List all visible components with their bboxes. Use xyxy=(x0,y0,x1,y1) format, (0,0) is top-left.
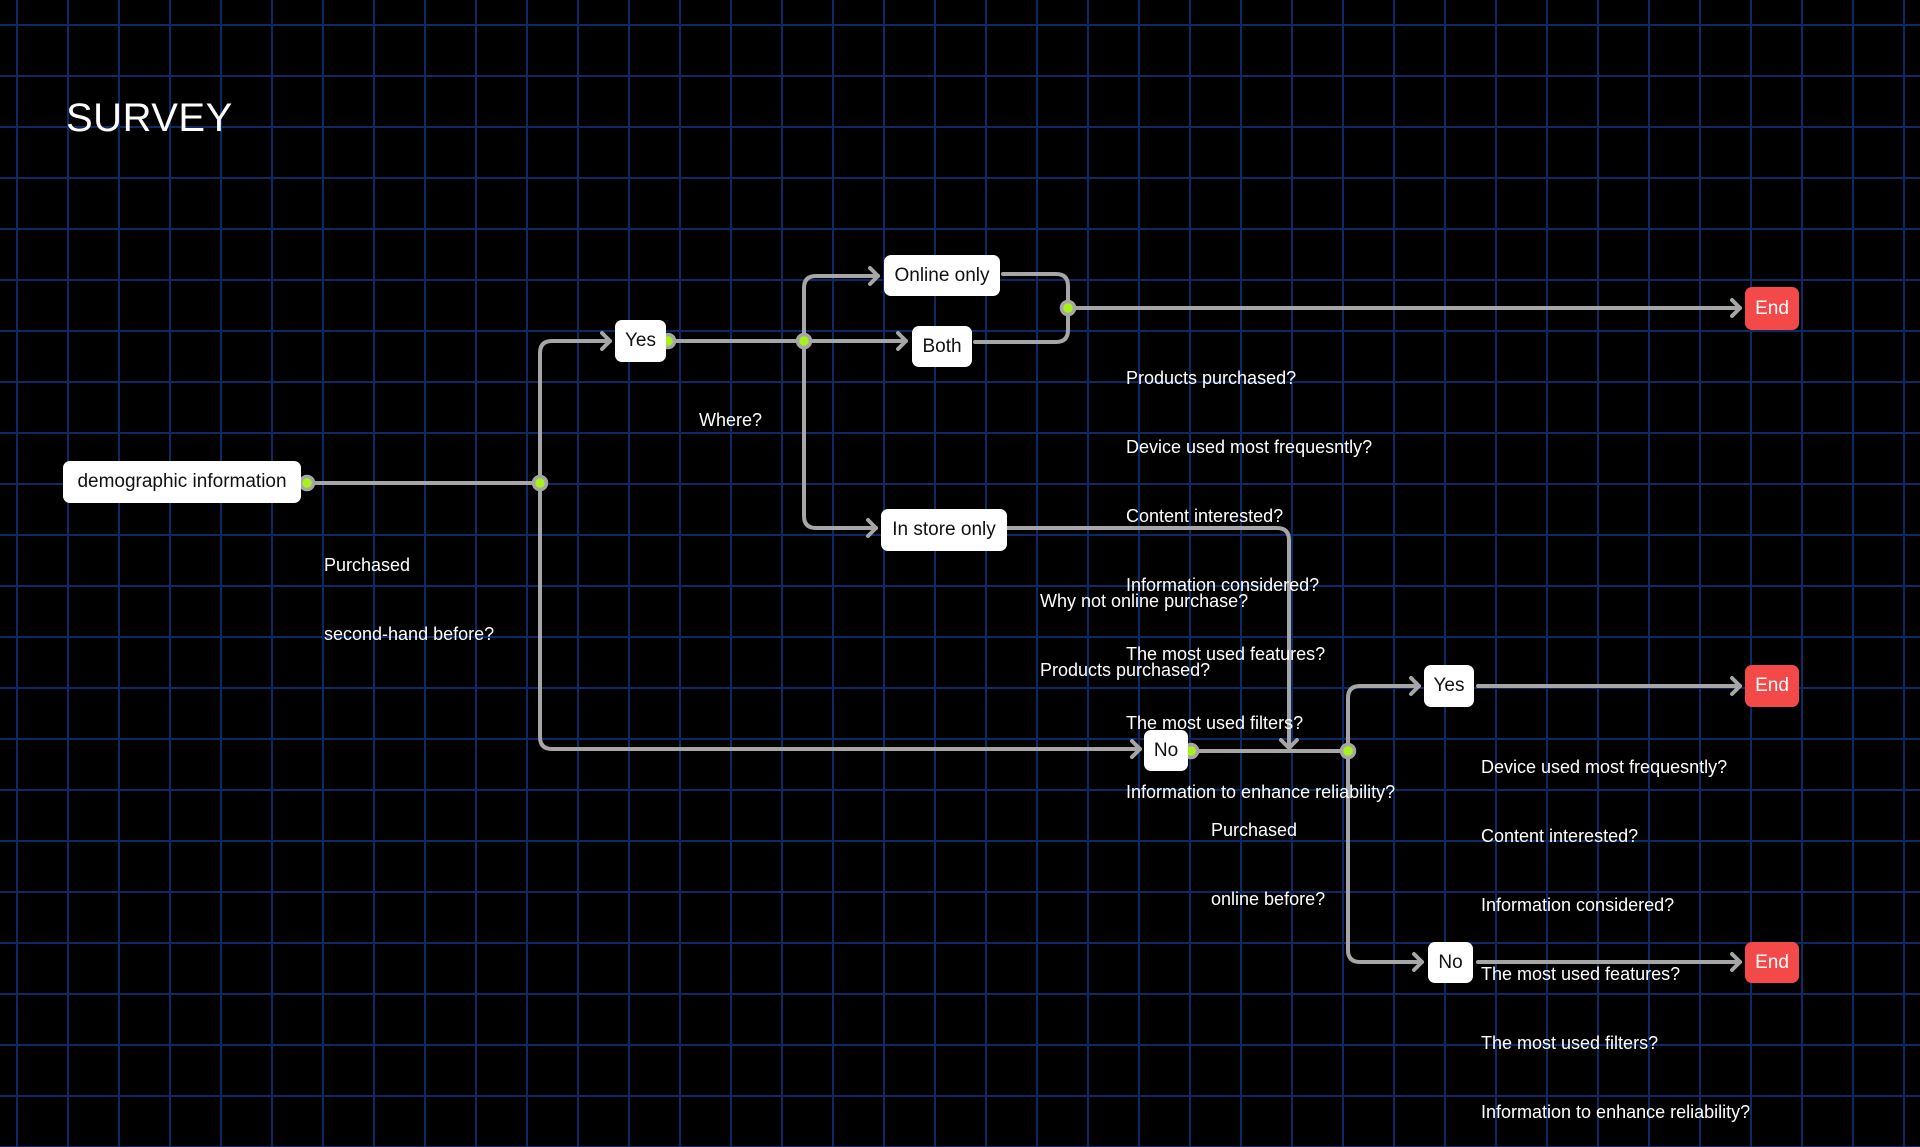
arrow-head xyxy=(1279,738,1299,750)
node-demographic-information[interactable]: demographic information xyxy=(63,461,301,503)
arrow-head xyxy=(1412,952,1424,972)
node-end-1[interactable]: End xyxy=(1745,287,1799,330)
connector-layer xyxy=(298,266,1742,972)
arrow-head xyxy=(1130,739,1142,759)
question-line: Purchased xyxy=(324,555,411,575)
connector-where-to-instore xyxy=(802,339,878,530)
question-purchased-online: Purchased online before? xyxy=(1211,773,1325,934)
question-purchased-second-hand: Purchased second-hand before? xyxy=(324,508,494,669)
node-label: Yes xyxy=(1433,675,1465,696)
question-line: online before? xyxy=(1211,889,1326,909)
node-label: End xyxy=(1755,951,1789,973)
node-both[interactable]: Both xyxy=(912,326,972,367)
arrow-head xyxy=(1409,676,1421,696)
question-line: Device used most frequesntly? xyxy=(1126,437,1373,457)
question-line: The most used features? xyxy=(1481,964,1681,984)
question-line: Products purchased? xyxy=(1126,368,1297,388)
node-in-store-only[interactable]: In store only xyxy=(881,509,1007,551)
node-label: In store only xyxy=(892,519,996,540)
question-line: Where? xyxy=(699,410,763,430)
question-line: Content interested? xyxy=(1126,506,1284,526)
arrow-head xyxy=(868,266,880,286)
node-label: Yes xyxy=(625,330,656,351)
connector-junction-to-no xyxy=(538,481,1142,751)
node-label: No xyxy=(1153,739,1179,761)
node-end-3[interactable]: End xyxy=(1745,942,1799,983)
node-no-second-hand[interactable]: No xyxy=(1144,730,1188,771)
question-line: second-hand before? xyxy=(324,624,495,644)
question-line: Content interested? xyxy=(1481,826,1639,846)
node-yes-second-hand[interactable]: Yes xyxy=(615,320,666,362)
node-online-only[interactable]: Online only xyxy=(884,255,1000,296)
junction-dot xyxy=(795,332,813,350)
node-label: Both xyxy=(922,335,962,357)
connector-junction-to-no2 xyxy=(1346,749,1424,964)
node-label: End xyxy=(1755,675,1789,696)
question-line: The most used filters? xyxy=(1126,713,1304,733)
arrow-head xyxy=(1730,676,1742,696)
arrow-head xyxy=(600,331,612,351)
question-line: The most used filters? xyxy=(1481,1033,1659,1053)
node-label: No xyxy=(1438,951,1463,973)
question-line: The most used features? xyxy=(1126,644,1326,664)
node-no-online[interactable]: No xyxy=(1428,942,1473,983)
question-line: Information to enhance reliability? xyxy=(1126,782,1396,802)
arrow-head xyxy=(896,331,908,351)
junction-dot xyxy=(1059,299,1077,317)
page-title: SURVEY xyxy=(66,96,233,140)
question-list-online: Products purchased? Device used most fre… xyxy=(1126,321,1395,827)
question-list-in-store: Why not online purchase? Products purcha… xyxy=(1040,544,1248,705)
junction-dot xyxy=(298,474,316,492)
node-end-2[interactable]: End xyxy=(1745,665,1799,707)
question-line: Information considered? xyxy=(1126,575,1320,595)
question-line: Device used most frequesntly? xyxy=(1481,757,1728,777)
node-label: demographic information xyxy=(77,471,287,492)
question-line: Products purchased? xyxy=(1040,660,1211,680)
connector-junction-to-yes2 xyxy=(1346,684,1421,753)
arrow-head xyxy=(866,518,878,538)
connector-junction-to-yes xyxy=(538,339,612,485)
question-line: Why not online purchase? xyxy=(1040,591,1249,611)
junction-dot xyxy=(531,474,549,492)
node-yes-online[interactable]: Yes xyxy=(1424,665,1474,707)
arrow-head xyxy=(1730,298,1742,318)
node-label: End xyxy=(1755,297,1789,319)
arrow-head xyxy=(1730,952,1742,972)
question-line: Information to enhance reliability? xyxy=(1481,1102,1751,1122)
connector-instore-to-merge xyxy=(1005,526,1291,750)
question-list-yes-online: Device used most frequesntly? Content in… xyxy=(1481,710,1750,1147)
question-line: Information considered? xyxy=(1481,895,1675,915)
question-where: Where? xyxy=(699,363,762,455)
connector-where-to-online xyxy=(802,274,880,343)
question-line: Purchased xyxy=(1211,820,1298,840)
junction-dot xyxy=(1339,742,1357,760)
node-label: Online only xyxy=(894,264,990,286)
